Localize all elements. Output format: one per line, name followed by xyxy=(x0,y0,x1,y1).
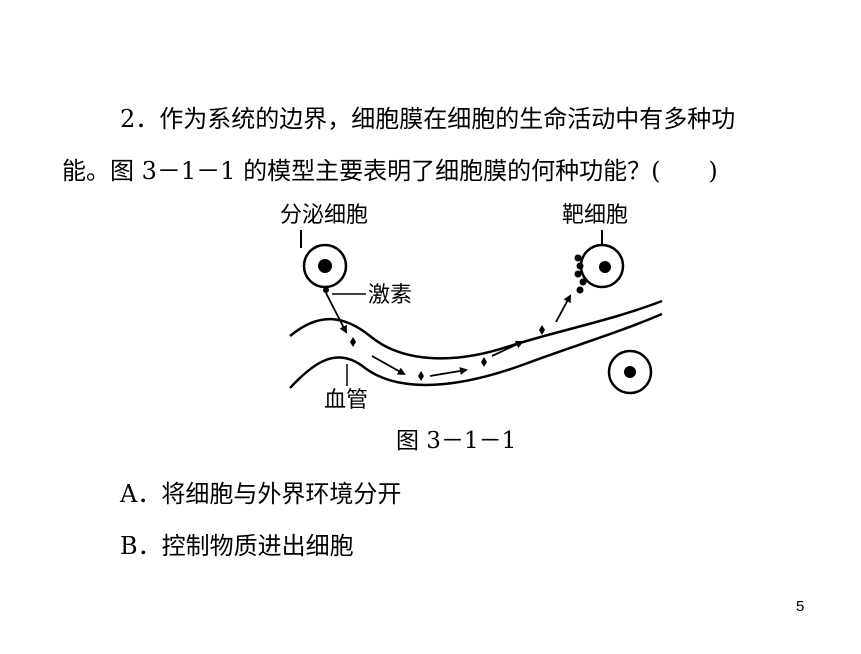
vessel-lower-wall xyxy=(289,312,663,389)
hormone-molecule xyxy=(350,337,356,347)
flow-arrow xyxy=(429,367,468,377)
label-blood-vessel: 血管 xyxy=(324,388,368,413)
flow-arrow xyxy=(491,340,524,357)
flow-arrow xyxy=(555,294,571,323)
hormone-transport-figure: 内分泌细胞 靶细胞 激素 血管 xyxy=(258,196,670,425)
hormone-molecule xyxy=(481,357,487,367)
page-number: 5 xyxy=(796,598,805,615)
option-a[interactable]: A．将细胞与外界环境分开 xyxy=(120,480,402,508)
figure-caption: 图 3－1－1 xyxy=(396,428,517,454)
bound-hormone xyxy=(574,254,582,262)
flow-arrow xyxy=(325,292,347,334)
bound-hormone xyxy=(579,278,587,286)
endocrine-cell-nucleus xyxy=(318,259,332,273)
label-target-cell: 靶细胞 xyxy=(562,203,628,228)
non-target-cell-nucleus xyxy=(624,366,636,378)
bound-hormone xyxy=(576,286,584,294)
question-line-1: 2．作为系统的边界，细胞膜在细胞的生命活动中有多种功 xyxy=(120,105,736,133)
target-cell-nucleus xyxy=(599,261,611,273)
hormone-molecule xyxy=(539,325,545,335)
flow-arrow xyxy=(371,355,406,375)
label-endocrine-cell: 内分泌细胞 xyxy=(280,203,368,228)
bound-hormone xyxy=(576,262,584,270)
option-b[interactable]: B．控制物质进出细胞 xyxy=(120,532,354,560)
secreted-hormone xyxy=(323,287,329,293)
label-hormone: 激素 xyxy=(368,283,412,308)
figure-svg: 内分泌细胞 靶细胞 激素 血管 xyxy=(258,203,663,413)
hormone-molecule xyxy=(418,371,424,381)
bound-hormone xyxy=(574,270,582,278)
question-line-2: 能。图 3－1－1 的模型主要表明了细胞膜的何种功能？( ) xyxy=(62,157,718,185)
